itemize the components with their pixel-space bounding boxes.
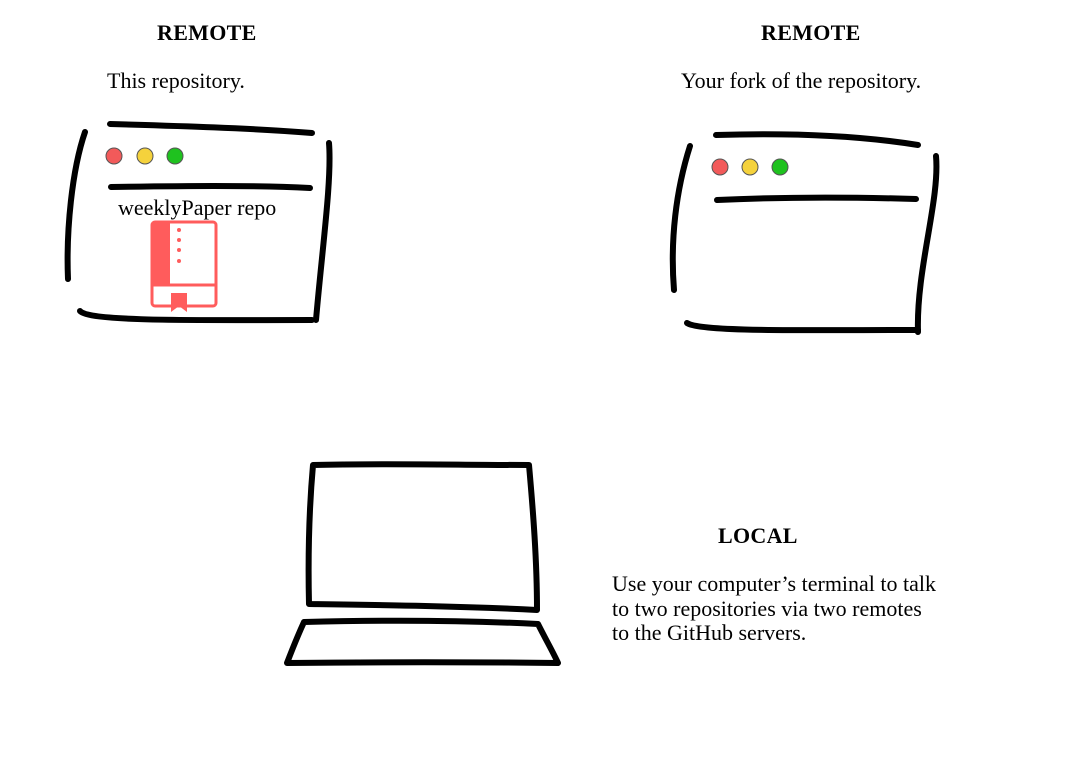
maximize-dot: [771, 158, 789, 176]
maximize-dot: [166, 147, 184, 165]
left-remote-heading: REMOTE: [157, 20, 257, 45]
repo-label: weeklyPaper repo: [118, 195, 277, 220]
local-description: Use your computer’s terminal to talk to …: [612, 571, 937, 645]
laptop-base: [284, 617, 561, 666]
left-browser-window-sketch: [64, 121, 333, 324]
right-window-controls: [711, 158, 789, 176]
left-window-controls: [105, 147, 184, 165]
laptop-screen: [305, 461, 540, 613]
laptop-icon: [284, 461, 561, 666]
right-browser-window-sketch: [669, 131, 940, 335]
local-heading: LOCAL: [718, 523, 798, 548]
close-dot: [711, 158, 729, 176]
minimize-dot: [741, 158, 759, 176]
close-dot: [105, 147, 123, 165]
repository-book-icon: [150, 220, 218, 312]
minimize-dot: [136, 147, 154, 165]
left-remote-subtitle: This repository.: [107, 68, 245, 93]
right-remote-heading: REMOTE: [761, 20, 861, 45]
right-remote-subtitle: Your fork of the repository.: [681, 68, 922, 93]
